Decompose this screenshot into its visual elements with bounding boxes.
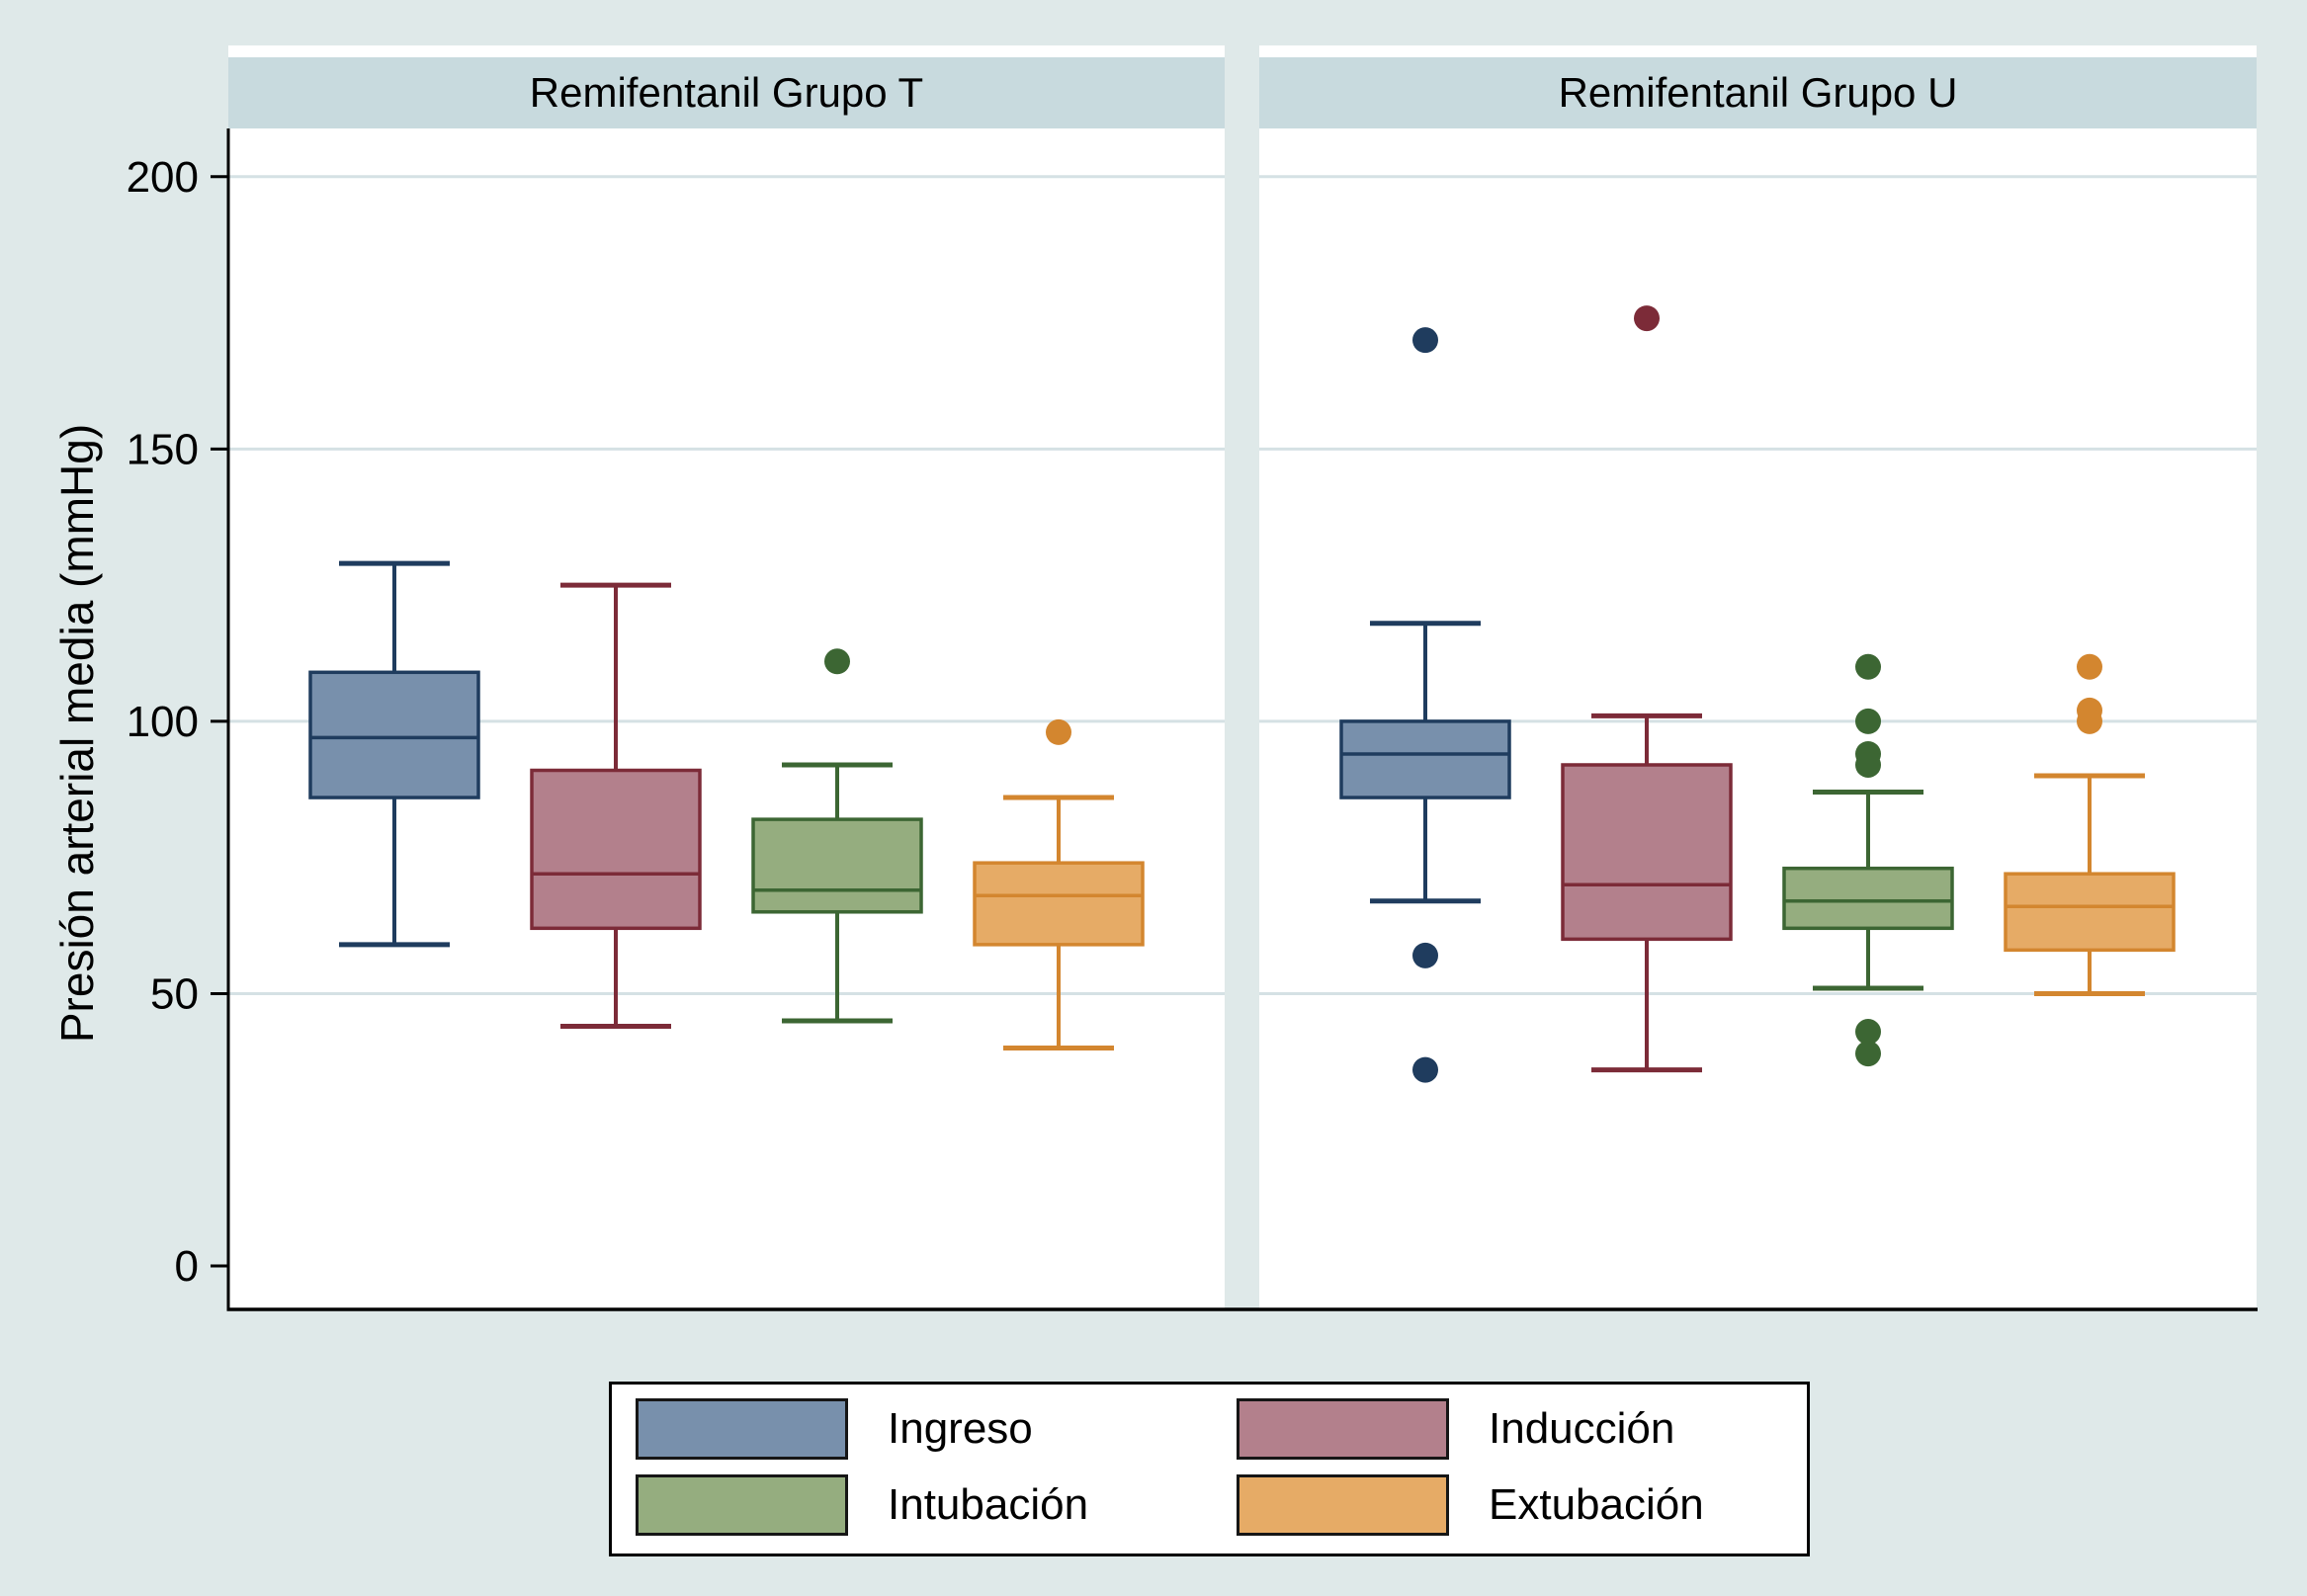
y-tick-label-150: 150 bbox=[127, 425, 199, 473]
panel-title-grupo-t: Remifentanil Grupo T bbox=[228, 57, 1225, 128]
outlier-dot-ingreso-remifentanil-grupo-u bbox=[1412, 942, 1438, 968]
legend-label-intubacion: Intubación bbox=[888, 1480, 1089, 1529]
box-extubacion-remifentanil-grupo-t bbox=[973, 861, 1145, 947]
y-tick-label-50: 50 bbox=[150, 969, 199, 1018]
legend-swatch-induccion bbox=[1237, 1398, 1449, 1460]
box-induccion-remifentanil-grupo-u bbox=[1561, 763, 1733, 942]
outlier-dot-induccion-remifentanil-grupo-u bbox=[1634, 305, 1660, 332]
legend-label-ingreso: Ingreso bbox=[888, 1404, 1033, 1453]
plot-area bbox=[1259, 128, 2257, 1309]
y-tick-label-200: 200 bbox=[127, 153, 199, 202]
y-tick-label-0: 0 bbox=[175, 1242, 199, 1291]
legend-swatch-intubacion bbox=[636, 1474, 848, 1536]
legend-item-induccion: Inducción bbox=[1237, 1398, 1674, 1460]
legend-swatch-extubacion bbox=[1237, 1474, 1449, 1536]
outlier-dot-extubacion-remifentanil-grupo-u bbox=[2077, 653, 2102, 680]
outlier-dot-ingreso-remifentanil-grupo-u bbox=[1412, 327, 1438, 354]
panel-top-margin bbox=[228, 45, 1225, 57]
box-intubacion-remifentanil-grupo-t bbox=[751, 817, 923, 914]
legend-item-ingreso: Ingreso bbox=[636, 1398, 1033, 1460]
box-extubacion-remifentanil-grupo-u bbox=[2004, 872, 2176, 953]
box-induccion-remifentanil-grupo-t bbox=[530, 768, 702, 931]
outlier-dot-ingreso-remifentanil-grupo-u bbox=[1412, 1056, 1438, 1083]
outlier-dot-intubacion-remifentanil-grupo-t bbox=[824, 648, 850, 675]
panel-top-margin bbox=[1259, 45, 2257, 57]
y-tick-label-100: 100 bbox=[127, 698, 199, 746]
panel-title-grupo-u: Remifentanil Grupo U bbox=[1259, 57, 2257, 128]
legend-swatch-ingreso bbox=[636, 1398, 848, 1460]
legend-item-intubacion: Intubación bbox=[636, 1474, 1088, 1536]
outlier-dot-intubacion-remifentanil-grupo-u bbox=[1855, 708, 1881, 734]
legend-label-extubacion: Extubación bbox=[1489, 1480, 1704, 1529]
outlier-dot-intubacion-remifentanil-grupo-u bbox=[1855, 653, 1881, 680]
box-intubacion-remifentanil-grupo-u bbox=[1782, 866, 1954, 931]
outlier-dot-extubacion-remifentanil-grupo-t bbox=[1046, 718, 1071, 745]
box-ingreso-remifentanil-grupo-t bbox=[308, 670, 480, 799]
box-ingreso-remifentanil-grupo-u bbox=[1339, 719, 1511, 799]
outlier-dot-intubacion-remifentanil-grupo-u bbox=[1855, 1041, 1881, 1067]
outlier-dot-extubacion-remifentanil-grupo-u bbox=[2077, 708, 2102, 734]
outlier-dot-intubacion-remifentanil-grupo-u bbox=[1855, 1019, 1881, 1046]
legend: Ingreso Inducción Intubación Extubación bbox=[609, 1382, 1810, 1556]
outlier-dot-intubacion-remifentanil-grupo-u bbox=[1855, 751, 1881, 778]
legend-label-induccion: Inducción bbox=[1489, 1404, 1675, 1453]
legend-item-extubacion: Extubación bbox=[1237, 1474, 1704, 1536]
